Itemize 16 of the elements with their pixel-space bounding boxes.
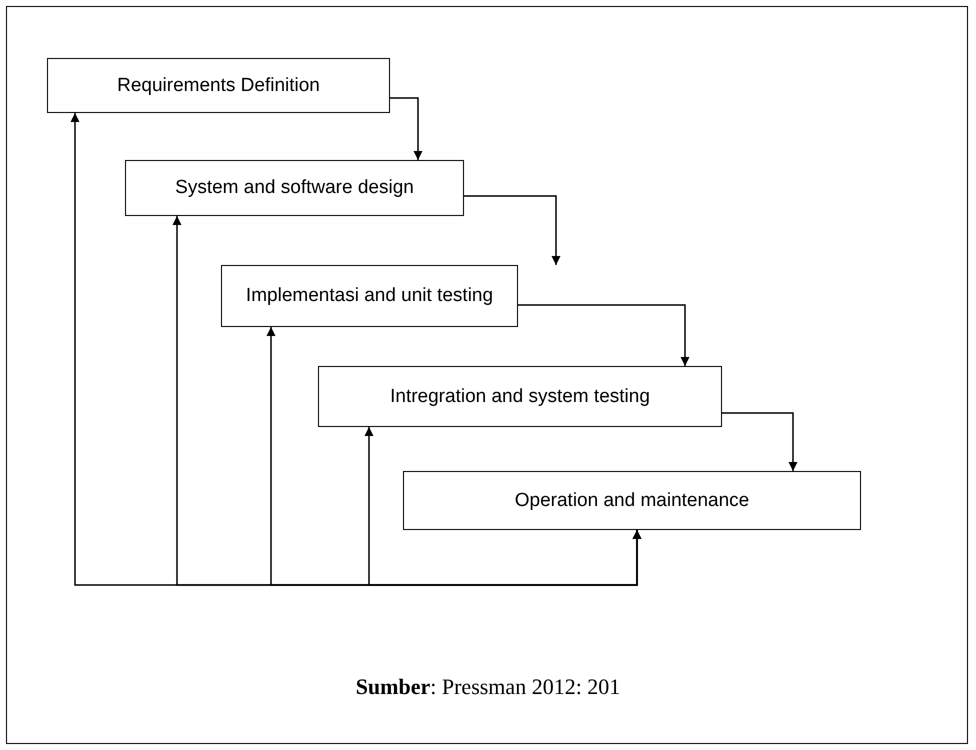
stage-label: Implementasi and unit testing bbox=[246, 285, 494, 307]
arrow bbox=[464, 195, 560, 265]
arrow bbox=[518, 304, 690, 366]
stage-label: Intregration and system testing bbox=[390, 386, 650, 408]
arrow bbox=[722, 412, 798, 471]
process-box bbox=[221, 265, 518, 327]
process-box bbox=[318, 366, 722, 427]
source-caption: Sumber: Pressman 2012: 201 bbox=[354, 674, 622, 700]
arrow bbox=[390, 97, 422, 160]
process-box bbox=[47, 58, 390, 113]
stage-label: Operation and maintenance bbox=[514, 490, 750, 512]
stage-label: Requirements Definition bbox=[117, 74, 320, 96]
arrow bbox=[364, 427, 642, 586]
stage-label: System and software design bbox=[175, 177, 414, 199]
process-box bbox=[125, 160, 464, 216]
process-box bbox=[403, 471, 861, 530]
